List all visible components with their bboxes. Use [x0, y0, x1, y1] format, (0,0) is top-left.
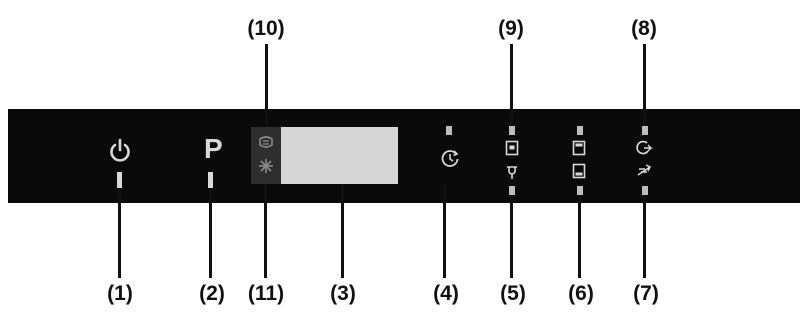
leader-line-1: [118, 188, 121, 278]
program-icon[interactable]: P: [204, 133, 223, 164]
leader-line-10: [265, 44, 268, 126]
half-load-icon[interactable]: [505, 164, 519, 180]
leader-line-7: [643, 195, 646, 278]
leader-line-11: [264, 184, 267, 278]
leader-line-2: [209, 188, 212, 278]
callout-9: (9): [498, 17, 524, 40]
callout-5: (5): [500, 282, 526, 305]
leader-line-9: [510, 44, 513, 126]
leader-line-6: [578, 195, 581, 278]
half-load-led: [509, 186, 515, 195]
quick-wash-icon[interactable]: [636, 163, 652, 179]
callout-3: (3): [330, 282, 356, 305]
leader-line-8: [643, 44, 646, 126]
callout-1: (1): [107, 282, 133, 305]
program-led: [208, 172, 213, 188]
leader-line-3: [341, 184, 344, 278]
callout-11: (11): [247, 282, 285, 305]
upper-basket-led: [509, 126, 515, 135]
quick-wash-led: [642, 186, 648, 195]
display-screen: [281, 127, 398, 184]
leader-line-5: [510, 195, 513, 278]
callout-6: (6): [568, 282, 594, 305]
callout-10: (10): [247, 17, 285, 40]
delay-timer-led: [446, 126, 452, 135]
upper-lower-basket-led-top: [577, 126, 583, 135]
callout-7: (7): [633, 282, 659, 305]
upper-lower-basket-icon[interactable]: [572, 140, 586, 156]
lower-basket-icon[interactable]: [572, 163, 586, 179]
lower-basket-led: [577, 186, 583, 195]
callout-8: (8): [631, 17, 657, 40]
leader-line-4: [443, 184, 446, 278]
eco-icon[interactable]: [635, 140, 653, 156]
callout-4: (4): [433, 282, 459, 305]
power-icon[interactable]: [108, 138, 132, 164]
power-led: [117, 172, 122, 188]
delay-timer-icon[interactable]: [440, 148, 460, 168]
salt-icon: [259, 159, 273, 173]
upper-basket-icon[interactable]: [505, 140, 519, 156]
rinse-aid-icon: [259, 136, 273, 148]
callout-2: (2): [199, 282, 225, 305]
control-panel: [8, 109, 800, 203]
eco-led: [642, 126, 648, 135]
